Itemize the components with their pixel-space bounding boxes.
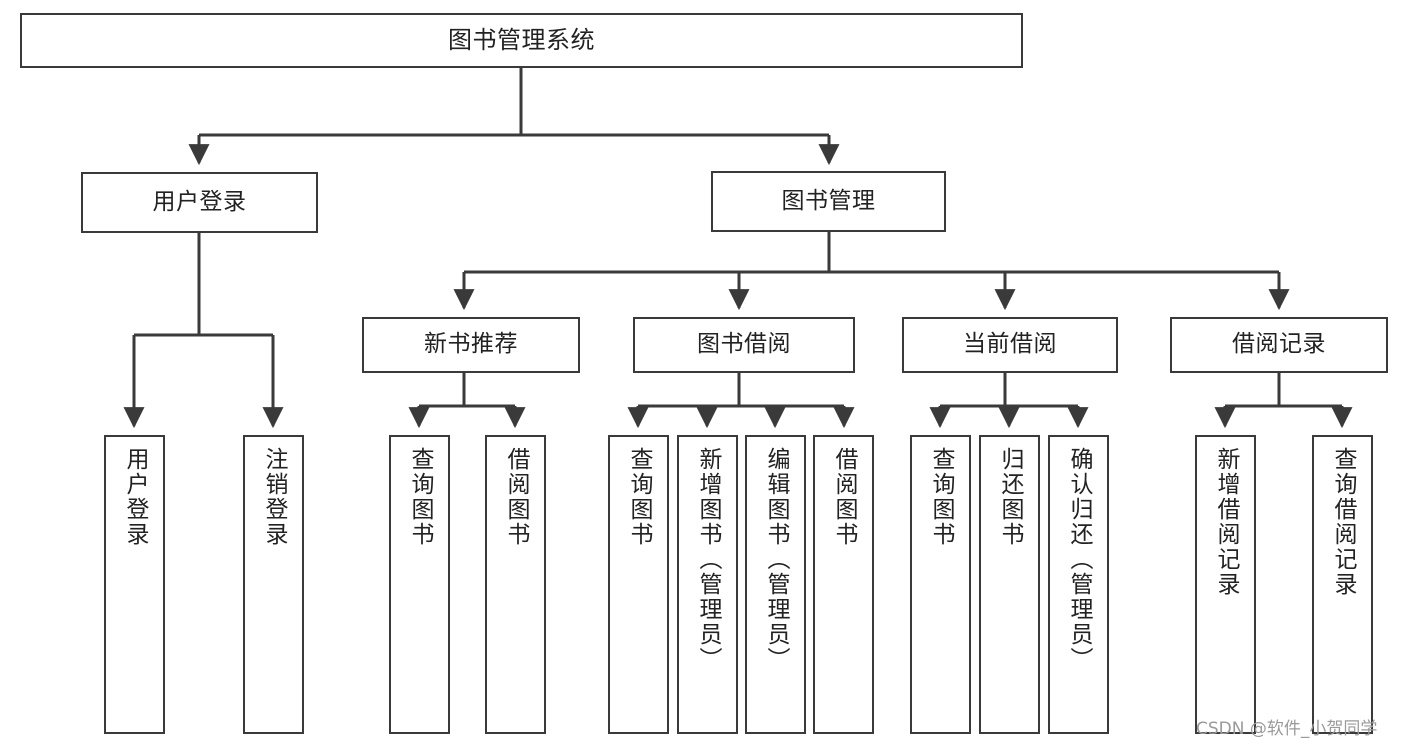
leaf-cb-return-book-label: 归还图书 xyxy=(997,447,1023,547)
leaf-bb-edit-book[interactable]: 编辑图书（管理员） xyxy=(745,435,806,734)
leaf-bb-query-book-label: 查询图书 xyxy=(626,447,652,547)
node-current-borrow[interactable]: 当前借阅 xyxy=(902,317,1118,373)
node-book-management-label: 图书管理 xyxy=(781,187,876,214)
node-root-system[interactable]: 图书管理系统 xyxy=(20,13,1023,68)
node-new-book-recommend-label: 新书推荐 xyxy=(424,331,518,358)
leaf-bb-query-book[interactable]: 查询图书 xyxy=(608,435,669,734)
node-current-borrow-label: 当前借阅 xyxy=(963,331,1057,358)
leaf-cb-query-book-label: 查询图书 xyxy=(928,447,954,547)
node-book-borrow-label: 图书借阅 xyxy=(697,331,791,358)
leaf-nb-borrow-book[interactable]: 借阅图书 xyxy=(485,435,546,734)
leaf-br-add-record-label: 新增借阅记录 xyxy=(1213,447,1239,597)
leaf-nb-query-book-label: 查询图书 xyxy=(407,447,433,547)
leaf-logout[interactable]: 注销登录 xyxy=(243,435,304,734)
leaf-bb-edit-book-label: 编辑图书（管理员） xyxy=(763,447,789,672)
leaf-user-login[interactable]: 用户登录 xyxy=(104,435,165,734)
leaf-logout-label: 注销登录 xyxy=(261,447,287,547)
leaf-br-add-record[interactable]: 新增借阅记录 xyxy=(1195,435,1256,734)
node-borrow-records[interactable]: 借阅记录 xyxy=(1170,317,1388,373)
leaf-cb-confirm-return-label: 确认归还（管理员） xyxy=(1066,447,1092,672)
leaf-cb-confirm-return[interactable]: 确认归还（管理员） xyxy=(1048,435,1109,734)
leaf-nb-borrow-book-label: 借阅图书 xyxy=(503,447,529,547)
node-book-management[interactable]: 图书管理 xyxy=(711,171,946,232)
node-borrow-records-label: 借阅记录 xyxy=(1232,331,1326,358)
leaf-cb-query-book[interactable]: 查询图书 xyxy=(910,435,971,734)
node-root-system-label: 图书管理系统 xyxy=(448,26,595,55)
leaf-bb-add-book[interactable]: 新增图书（管理员） xyxy=(677,435,738,734)
leaf-nb-query-book[interactable]: 查询图书 xyxy=(389,435,450,734)
node-book-borrow[interactable]: 图书借阅 xyxy=(633,317,855,373)
leaf-bb-add-book-label: 新增图书（管理员） xyxy=(695,447,721,672)
leaf-user-login-label: 用户登录 xyxy=(122,447,148,547)
leaf-br-query-record-label: 查询借阅记录 xyxy=(1330,447,1356,597)
leaf-br-query-record[interactable]: 查询借阅记录 xyxy=(1312,435,1373,734)
leaf-bb-borrow-book[interactable]: 借阅图书 xyxy=(813,435,874,734)
leaf-cb-return-book[interactable]: 归还图书 xyxy=(979,435,1040,734)
node-user-login-label: 用户登录 xyxy=(152,188,247,215)
node-user-login[interactable]: 用户登录 xyxy=(81,172,318,233)
leaf-bb-borrow-book-label: 借阅图书 xyxy=(831,447,857,547)
node-new-book-recommend[interactable]: 新书推荐 xyxy=(362,317,580,373)
